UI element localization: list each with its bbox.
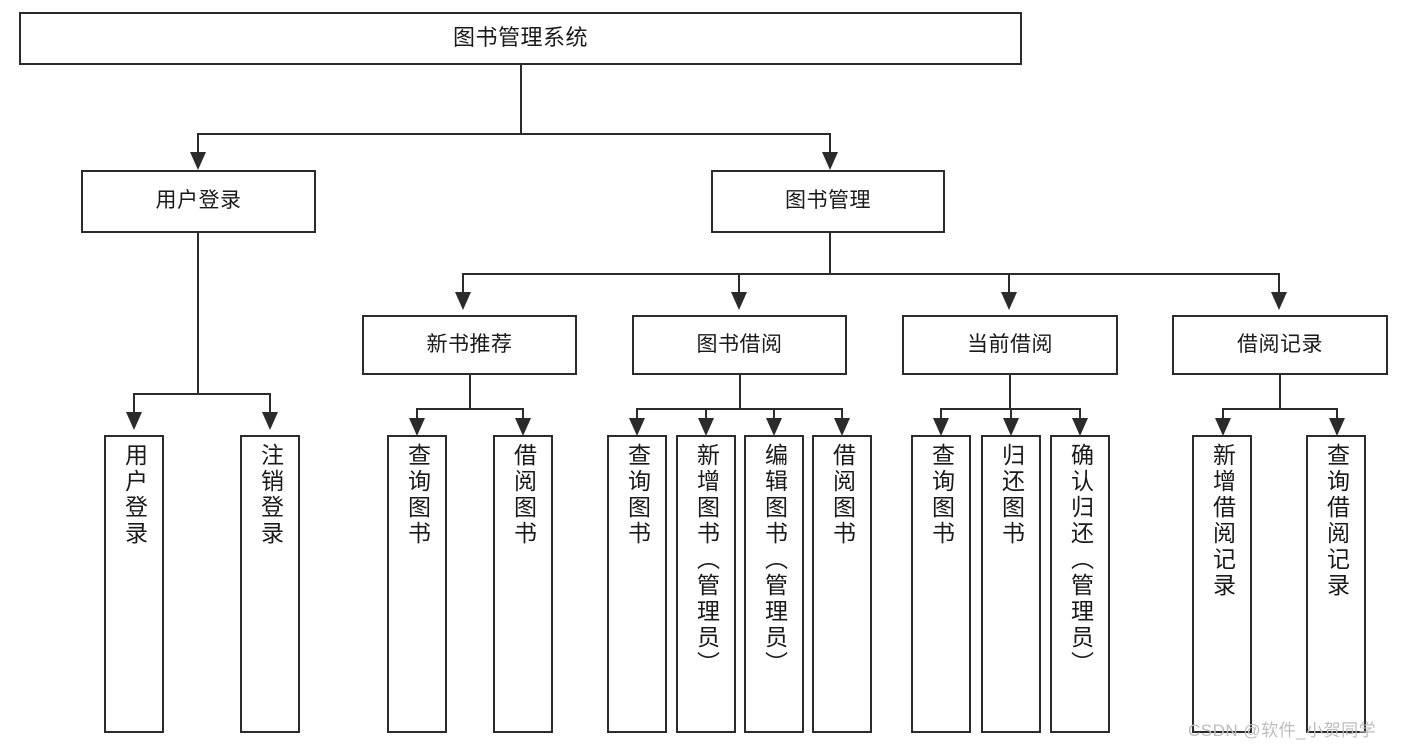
leaf-node-return-book[interactable]: 归还图书 [981, 435, 1041, 733]
connector-new-book-stem [469, 375, 471, 408]
node-label: 用户登录 [155, 189, 242, 213]
node-label: 图书管理 [785, 189, 871, 213]
connector-bm-to-new-book [462, 273, 464, 295]
leaf-node-borrow-book[interactable]: 借阅图书 [812, 435, 872, 733]
leaf-node-user-login[interactable]: 用户登录 [104, 435, 164, 733]
node-book-borrow[interactable]: 图书借阅 [632, 315, 847, 375]
leaf-node-add-borrow-record[interactable]: 新增借阅记录 [1192, 435, 1252, 733]
connector-book-borrow-c1 [636, 408, 638, 422]
arrowhead-current-borrow-leaf-1 [933, 418, 949, 436]
connector-user-login-bus [133, 393, 269, 395]
connector-borrow-record-stem [1279, 375, 1281, 408]
arrowhead-current-borrow-leaf-2 [1003, 418, 1019, 436]
node-label: 借阅图书 [829, 443, 856, 547]
connector-new-book-c2 [522, 408, 524, 422]
node-label: 查询图书 [404, 443, 431, 547]
connector-root-to-user-login [197, 133, 199, 155]
leaf-node-logout[interactable]: 注销登录 [240, 435, 300, 733]
arrowhead-to-book-management [822, 152, 838, 170]
arrowhead-user-login-leaf-1 [126, 412, 142, 430]
leaf-node-query-borrow-record[interactable]: 查询借阅记录 [1306, 435, 1366, 733]
leaf-node-edit-book-admin[interactable]: 编辑图书（管理员） [744, 435, 804, 733]
connector-root-to-book-management [829, 133, 831, 155]
connector-current-borrow-c3 [1079, 408, 1081, 422]
connector-book-management-bus [462, 273, 1280, 275]
connector-user-login-stem [197, 233, 199, 393]
connector-new-book-bus [416, 408, 524, 410]
connector-current-borrow-c2 [1010, 408, 1012, 422]
connector-borrow-record-bus [1222, 408, 1338, 410]
node-user-login[interactable]: 用户登录 [81, 170, 316, 233]
leaf-node-add-book-admin[interactable]: 新增图书（管理员） [676, 435, 736, 733]
connector-root-stem [520, 65, 522, 133]
arrowhead-book-borrow-leaf-3 [766, 418, 782, 436]
leaf-node-query-book-recommend[interactable]: 查询图书 [387, 435, 447, 733]
node-label: 图书借阅 [696, 332, 783, 356]
node-label: 新书推荐 [426, 332, 513, 356]
node-book-management[interactable]: 图书管理 [711, 170, 945, 233]
connector-book-borrow-bus [636, 408, 843, 410]
node-label: 确认归还（管理员） [1067, 443, 1094, 677]
node-label: 归还图书 [998, 443, 1025, 547]
connector-user-login-left [133, 393, 135, 415]
connector-book-borrow-stem [739, 375, 741, 408]
arrowhead-current-borrow-leaf-3 [1072, 418, 1088, 436]
node-label: 查询图书 [928, 443, 955, 547]
node-label: 当前借阅 [967, 332, 1053, 356]
arrowhead-to-current-borrow [1001, 292, 1017, 310]
connector-book-borrow-c4 [841, 408, 843, 422]
node-label: 查询借阅记录 [1323, 443, 1350, 599]
leaf-node-borrow-book-recommend[interactable]: 借阅图书 [493, 435, 553, 733]
connector-borrow-record-c2 [1336, 408, 1338, 422]
connector-book-management-stem [829, 233, 831, 273]
arrowhead-borrow-record-leaf-1 [1215, 418, 1231, 436]
leaf-node-query-book-current[interactable]: 查询图书 [911, 435, 971, 733]
arrowhead-user-login-leaf-2 [262, 412, 278, 430]
node-label: 用户登录 [121, 443, 148, 547]
connector-bm-to-current-borrow [1008, 273, 1010, 295]
connector-current-borrow-c1 [940, 408, 942, 422]
leaf-node-query-book-borrow[interactable]: 查询图书 [607, 435, 667, 733]
leaf-node-confirm-return-admin[interactable]: 确认归还（管理员） [1050, 435, 1110, 733]
connector-bm-to-borrow-record [1278, 273, 1280, 295]
connector-new-book-c1 [416, 408, 418, 422]
connector-root-bus [197, 133, 831, 135]
arrowhead-to-new-book-recommend [455, 292, 471, 310]
arrowhead-to-borrow-record [1271, 292, 1287, 310]
node-current-borrow[interactable]: 当前借阅 [902, 315, 1118, 375]
arrowhead-new-book-leaf-2 [515, 418, 531, 436]
arrowhead-to-book-borrow [731, 292, 747, 310]
node-new-book-recommend[interactable]: 新书推荐 [362, 315, 577, 375]
connector-borrow-record-c1 [1222, 408, 1224, 422]
connector-book-borrow-c2 [705, 408, 707, 422]
node-label: 图书管理系统 [452, 25, 588, 51]
arrowhead-to-user-login [190, 152, 206, 170]
arrowhead-book-borrow-leaf-2 [698, 418, 714, 436]
connector-current-borrow-stem [1009, 375, 1011, 408]
node-label: 注销登录 [257, 443, 284, 547]
arrowhead-book-borrow-leaf-4 [834, 418, 850, 436]
node-label: 借阅记录 [1237, 332, 1323, 356]
arrowhead-new-book-leaf-1 [409, 418, 425, 436]
connector-bm-to-book-borrow [738, 273, 740, 295]
node-book-management-system[interactable]: 图书管理系统 [19, 12, 1022, 65]
node-label: 查询图书 [624, 443, 651, 547]
arrowhead-book-borrow-leaf-1 [629, 418, 645, 436]
node-label: 借阅图书 [510, 443, 537, 547]
node-label: 新增借阅记录 [1209, 443, 1236, 599]
node-borrow-record[interactable]: 借阅记录 [1172, 315, 1388, 375]
node-label: 编辑图书（管理员） [761, 443, 788, 677]
connector-user-login-right [269, 393, 271, 415]
connector-book-borrow-c3 [773, 408, 775, 422]
arrowhead-borrow-record-leaf-2 [1329, 418, 1345, 436]
node-label: 新增图书（管理员） [693, 443, 720, 677]
